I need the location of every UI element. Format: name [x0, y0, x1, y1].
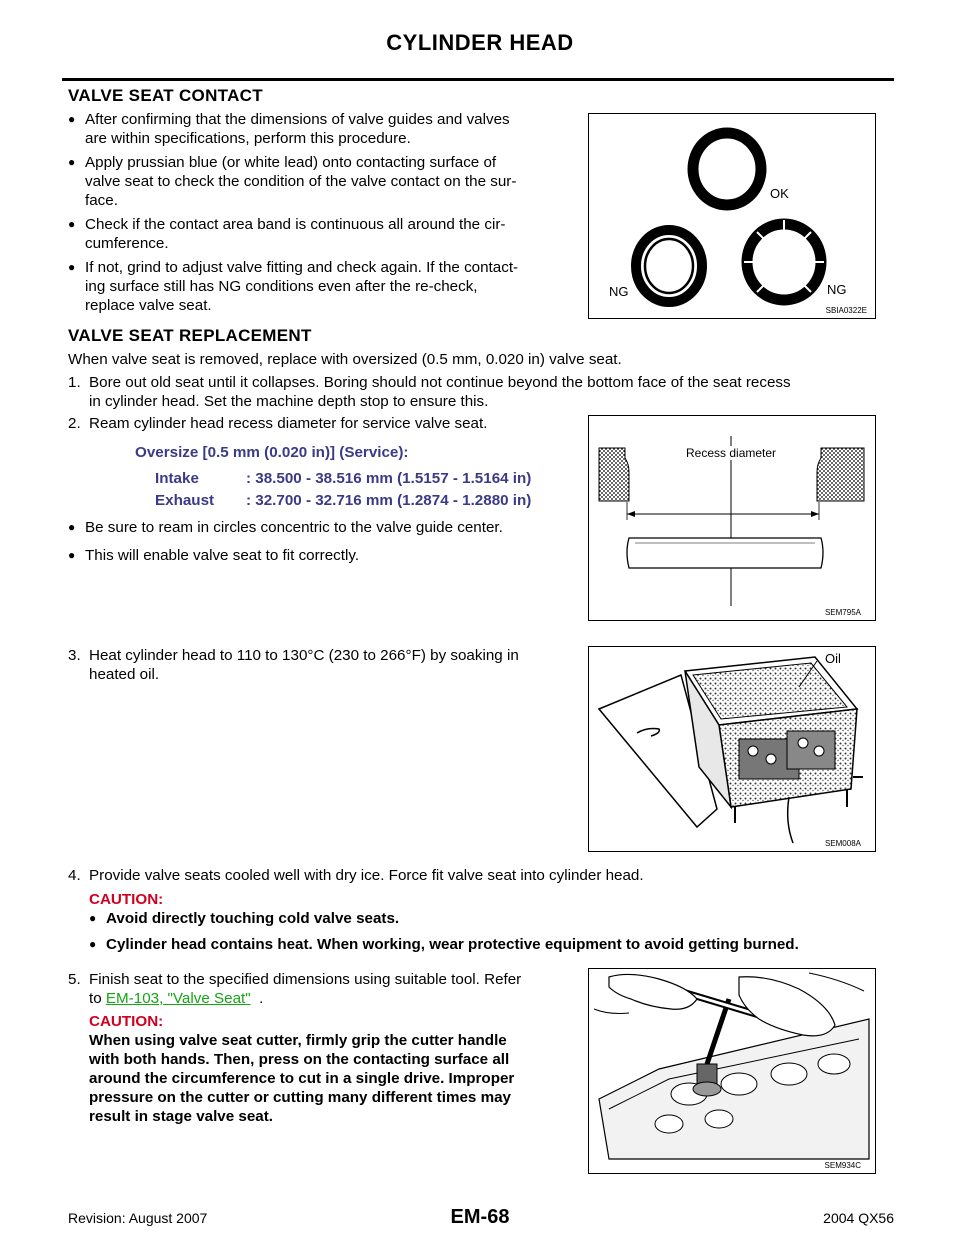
valve-contact-figure: OK NG NG SBIA0322E — [588, 113, 876, 319]
figure-code: SEM795A — [824, 608, 861, 617]
bullet-icon: ● — [68, 548, 76, 562]
step-number: 4. — [68, 867, 81, 884]
caution-line: result in stage valve seat. — [89, 1108, 274, 1125]
step-number: 1. — [68, 374, 81, 391]
oil-label: Oil — [825, 651, 841, 666]
step-line: Provide valve seats cooled well with dry… — [89, 867, 644, 884]
step-1: 1. Bore out old seat until it collapses.… — [68, 373, 890, 411]
step-5: 5. Finish seat to the specified dimensio… — [68, 970, 578, 1008]
caution-list: ● Avoid directly touching cold valve sea… — [89, 909, 889, 954]
bullet-line: Check if the contact area band is contin… — [85, 216, 506, 233]
bullet-icon: ● — [68, 520, 76, 534]
caution-label: CAUTION: — [89, 891, 164, 908]
list-item: ● Be sure to ream in circles concentric … — [68, 518, 578, 537]
step-number: 5. — [68, 971, 81, 988]
section-heading-valve-seat-contact: VALVE SEAT CONTACT — [68, 86, 263, 105]
bullet-line: If not, grind to adjust valve fitting an… — [85, 259, 519, 276]
list-item: ● If not, grind to adjust valve fitting … — [68, 258, 578, 315]
exhaust-value: : 32.700 - 32.716 mm (1.2874 - 1.2880 in… — [246, 492, 532, 509]
list-item: ● Check if the contact area band is cont… — [68, 215, 578, 253]
page-title: CYLINDER HEAD — [386, 30, 574, 55]
list-item: ● After confirming that the dimensions o… — [68, 110, 578, 148]
caution-paragraph: When using valve seat cutter, firmly gri… — [89, 1031, 578, 1126]
bullet-line: Be sure to ream in circles concentric to… — [85, 519, 503, 536]
figure-code: SEM934C — [824, 1161, 861, 1170]
contact-bullet-list: ● After confirming that the dimensions o… — [68, 110, 578, 315]
footer-revision: Revision: August 2007 — [68, 1210, 208, 1226]
step-line: Bore out old seat until it collapses. Bo… — [89, 374, 791, 391]
valve-seat-reference-link[interactable]: EM-103, "Valve Seat" — [105, 990, 251, 1007]
bullet-line: ing surface still has NG conditions even… — [85, 278, 478, 295]
list-item: ● This will enable valve seat to fit cor… — [68, 546, 578, 565]
valve-seat-cutter-illustration — [593, 972, 870, 1160]
bullet-line: replace valve seat. — [85, 297, 212, 314]
ng-label: NG — [609, 284, 629, 299]
step-3: 3. Heat cylinder head to 110 to 130°C (2… — [68, 646, 578, 684]
caution-line: When using valve seat cutter, firmly gri… — [89, 1032, 507, 1049]
step-2: 2. Ream cylinder head recess diameter fo… — [68, 414, 588, 433]
caution-text: Cylinder head contains heat. When workin… — [106, 936, 799, 953]
caution-line: pressure on the cutter or cutting many d… — [89, 1089, 511, 1106]
caution-label: CAUTION: — [89, 1013, 164, 1030]
bullet-line: After confirming that the dimensions of … — [85, 111, 510, 128]
bullet-icon: ● — [68, 112, 76, 126]
footer-page-number: EM-68 — [450, 1206, 510, 1228]
caution-line: with both hands. Then, press on the cont… — [89, 1051, 510, 1068]
bullet-line: Apply prussian blue (or white lead) onto… — [85, 154, 497, 171]
oversize-spec-title: Oversize [0.5 mm (0.020 in)] (Service): — [135, 444, 409, 461]
step-4: 4. Provide valve seats cooled well with … — [68, 866, 890, 885]
intake-value: : 38.500 - 38.516 mm (1.5157 - 1.5164 in… — [246, 470, 532, 487]
oil-bath-illustration — [597, 656, 863, 844]
list-item: ● Apply prussian blue (or white lead) on… — [68, 153, 578, 210]
intake-label: Intake — [155, 470, 199, 487]
bullet-icon: ● — [89, 937, 97, 951]
bullet-line: valve seat to check the condition of the… — [85, 173, 517, 190]
valve-seat-cutter-figure: SEM934C — [588, 968, 876, 1174]
step-text: . — [259, 990, 264, 1007]
bullet-icon: ● — [68, 260, 76, 274]
step-number: 3. — [68, 647, 81, 664]
list-item: ● Avoid directly touching cold valve sea… — [89, 909, 889, 928]
ng-label: NG — [827, 282, 847, 297]
bullet-icon: ● — [89, 911, 97, 925]
figure-code: SEM008A — [824, 839, 861, 848]
step-line: in cylinder head. Set the machine depth … — [89, 393, 489, 410]
exhaust-label: Exhaust — [155, 492, 215, 509]
bullet-line: cumference. — [85, 235, 169, 252]
oil-bath-figure: Oil SEM008A — [588, 646, 876, 852]
list-item: ● Cylinder head contains heat. When work… — [89, 935, 889, 954]
ream-bullet-list: ● Be sure to ream in circles concentric … — [68, 518, 578, 565]
replacement-intro: When valve seat is removed, replace with… — [68, 351, 622, 368]
step-line: Heat cylinder head to 110 to 130°C (230 … — [89, 647, 519, 664]
step-line: to EM-103, "Valve Seat" . — [89, 989, 578, 1008]
step-line: heated oil. — [89, 666, 160, 683]
step-line: Ream cylinder head recess diameter for s… — [89, 415, 488, 432]
bullet-line: face. — [85, 192, 118, 209]
bullet-line: are within specifications, perform this … — [85, 130, 411, 147]
section-heading-valve-seat-replacement: VALVE SEAT REPLACEMENT — [68, 326, 312, 345]
recess-diameter-label: Recess diameter — [686, 446, 777, 460]
caution-line: around the circumference to cut in a sin… — [89, 1070, 515, 1087]
step-number: 2. — [68, 415, 81, 432]
bullet-icon: ● — [68, 217, 76, 231]
step-line: Finish seat to the specified dimensions … — [89, 971, 522, 988]
footer-model: 2004 QX56 — [823, 1210, 894, 1226]
figure-code: SBIA0322E — [825, 306, 867, 315]
bullet-icon: ● — [68, 155, 76, 169]
caution-text: Avoid directly touching cold valve seats… — [106, 910, 400, 927]
valve-contact-illustration — [631, 127, 827, 307]
bullet-line: This will enable valve seat to fit corre… — [85, 547, 360, 564]
recess-diameter-illustration — [598, 436, 865, 606]
ok-label: OK — [770, 186, 789, 201]
recess-diameter-figure: Recess diameter SEM795A — [588, 415, 876, 621]
step-text: to — [89, 990, 102, 1007]
header-divider — [62, 78, 894, 81]
